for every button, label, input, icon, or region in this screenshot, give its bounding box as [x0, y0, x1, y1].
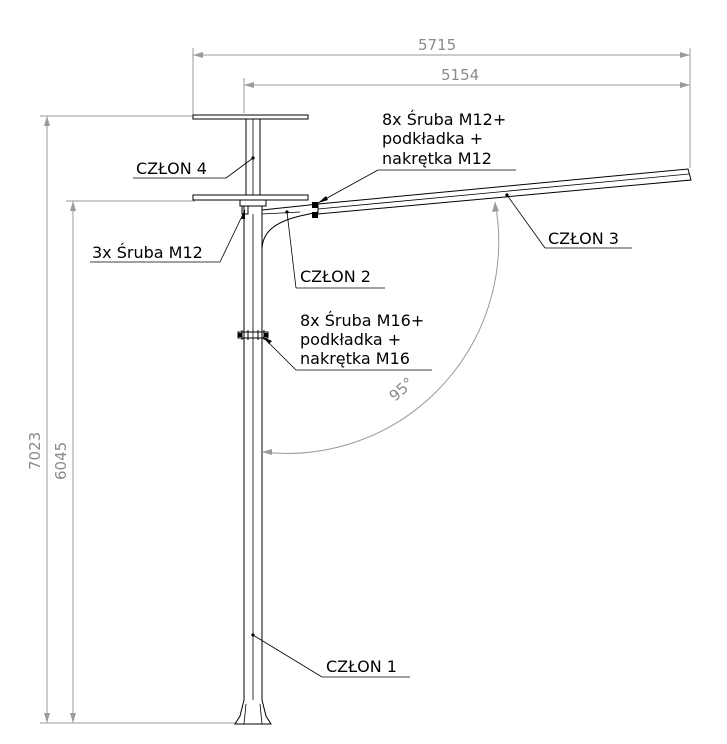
dimension-5154-text: 5154 — [441, 66, 479, 84]
top-mount-czlon-4 — [192, 114, 309, 207]
label-czlon-2: CZŁON 2 — [300, 267, 371, 286]
label-czlon-4: CZŁON 4 — [136, 159, 207, 178]
dimension-5715: 5715 — [192, 36, 691, 168]
dimension-6045: 6045 — [52, 200, 195, 723]
label-bolts-m12-line1: 8x Śruba M12+ — [382, 110, 506, 129]
angle-text: 95° — [386, 374, 418, 405]
label-bolts-m16-group: 8x Śruba M16+ podkładka + nakrętka M16 — [262, 311, 432, 371]
label-bolts-m12-line2: podkładka + — [382, 129, 483, 148]
pole-czlon-1 — [234, 212, 272, 725]
label-bolts-m12-3x: 3x Śruba M12 — [92, 243, 203, 262]
label-bolts-m12-top-group: 8x Śruba M12+ podkładka + nakrętka M12 — [317, 110, 516, 204]
dimension-7023-text: 7023 — [26, 432, 44, 470]
label-bolts-m12-line3: nakrętka M12 — [382, 149, 492, 168]
label-czlon-1-group: CZŁON 1 — [251, 633, 410, 678]
dimension-5154: 5154 — [243, 66, 690, 113]
label-czlon-3-group: CZŁON 3 — [505, 193, 632, 249]
dimension-6045-text: 6045 — [52, 442, 70, 480]
label-bolts-m16-line1: 8x Śruba M16+ — [300, 311, 424, 330]
label-czlon-1: CZŁON 1 — [326, 657, 397, 676]
arm-czlon-3 — [317, 168, 692, 215]
label-czlon-2-group: CZŁON 2 — [285, 210, 385, 289]
dimension-5715-text: 5715 — [418, 36, 456, 54]
label-czlon-3: CZŁON 3 — [548, 229, 619, 248]
label-czlon-4-group: CZŁON 4 — [133, 156, 255, 179]
label-bolts-m12-3x-group: 3x Śruba M12 — [90, 209, 246, 263]
label-bolts-m16-line3: nakrętka M16 — [300, 349, 410, 368]
dimension-7023: 7023 — [26, 115, 193, 723]
label-bolts-m16-line2: podkładka + — [300, 330, 401, 349]
